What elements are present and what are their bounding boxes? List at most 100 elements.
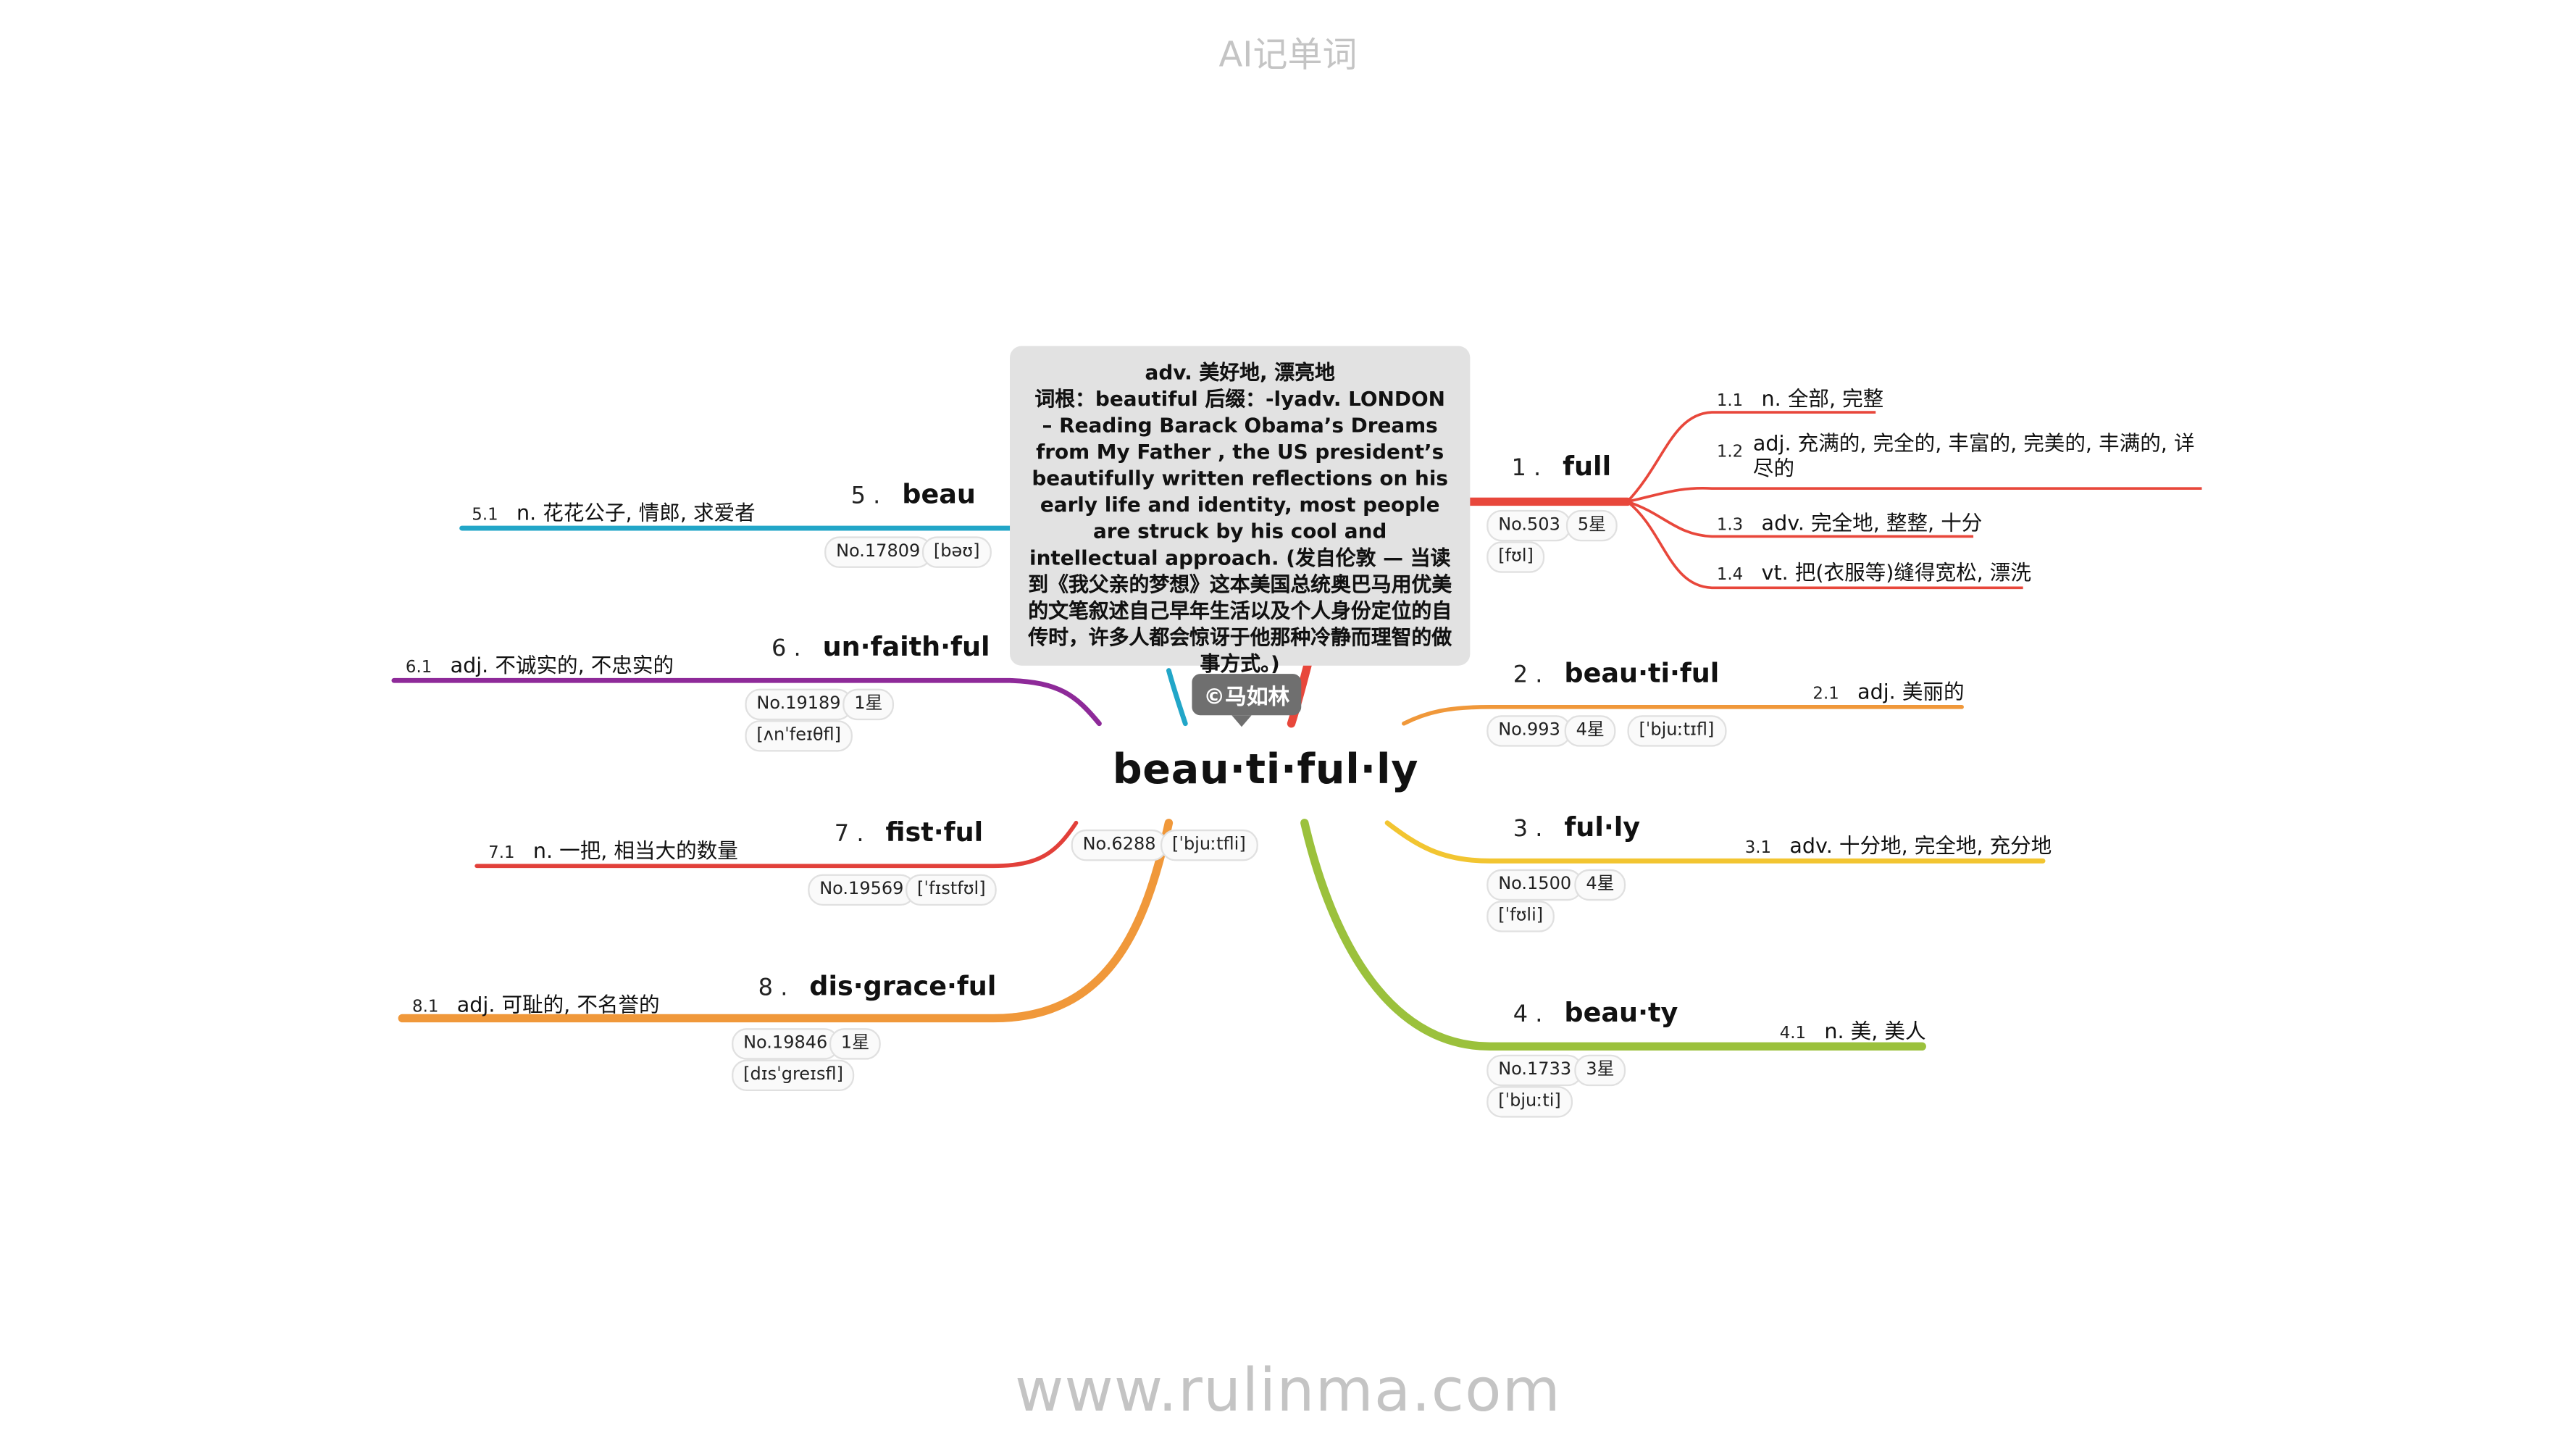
branch-3-word: ful·ly: [1564, 811, 1641, 843]
connector-branch-5: [459, 525, 1188, 727]
branch-8-number: 8 .: [758, 975, 788, 1002]
connector-branch-2: [1402, 704, 1964, 726]
branch-1-word: full: [1563, 450, 1612, 483]
branch-7-phonetic-badge: [ˈfɪstfʊl]: [906, 874, 998, 906]
connector-branch-6: [391, 677, 1102, 727]
sense-6-1: 6.1 adj. 不诚实的, 不忠实的: [406, 648, 674, 679]
branch-8-word: dis·grace·ful: [809, 970, 997, 1002]
connector-branch-4: [1300, 819, 1926, 1051]
central-phonetic-badge: [ˈbjuːtfli]: [1160, 829, 1258, 861]
sense-4-1-number: 4.1: [1779, 1024, 1807, 1043]
central-word: beau·ti·ful·ly: [1112, 745, 1419, 793]
central-rank-badge: No.6288: [1071, 829, 1168, 861]
connector-sense-1-3: [1626, 500, 1974, 538]
branch-6-word: un·faith·ful: [822, 630, 990, 663]
branch-3-phonetic-badge: [ˈfʊli]: [1486, 901, 1555, 932]
sense-1-3-definition: adv. 完全地, 整整, 十分: [1761, 509, 1983, 535]
sense-1-1-definition: n. 全部, 完整: [1761, 385, 1884, 411]
branch-7-number: 7 .: [834, 821, 864, 848]
central-definition: adv. 美好地, 漂亮地: [1145, 361, 1335, 385]
sense-2-1: 2.1 adj. 美丽的: [1812, 674, 1964, 705]
sense-8-1-definition: adj. 可耻的, 不名誉的: [456, 991, 660, 1017]
header-title: AI记单词: [1218, 34, 1358, 75]
sense-7-1-number: 7.1: [488, 844, 515, 863]
branch-2-rank-badge: No.993: [1486, 715, 1572, 747]
branch-7-word: fist·ful: [885, 816, 984, 848]
branch-5-title: 5 . beau: [851, 478, 976, 509]
sense-5-1-definition: n. 花花公子, 情郎, 求爱者: [517, 500, 756, 525]
branch-8-rank-badge: No.19846: [732, 1028, 840, 1060]
definition-callout: adv. 美好地, 漂亮地 词根：beautiful 后缀：-lyadv. LO…: [1010, 346, 1471, 675]
branch-4-word: beau·ty: [1564, 996, 1678, 1029]
sense-8-1: 8.1 adj. 可耻的, 不名誉的: [412, 987, 660, 1018]
sense-3-1-definition: adv. 十分地, 完全地, 充分地: [1789, 832, 2052, 858]
sense-1-2: 1.2 adj. 充满的, 完全的, 丰富的, 完美的, 丰满的, 详尽的: [1717, 430, 2197, 480]
branch-3-rank-badge: No.1500: [1486, 869, 1584, 901]
branch-4-star-badge: 3星: [1574, 1054, 1626, 1087]
branch-8-phonetic-badge: [dɪsˈgreɪsfl]: [732, 1059, 855, 1092]
connector-branch-7: [474, 820, 1079, 869]
sense-1-4-definition: vt. 把(衣服等)缝得宽松, 漂洗: [1761, 559, 2031, 585]
footer-url: www.rulinma.com: [1015, 1357, 1561, 1426]
sense-7-1: 7.1 n. 一把, 相当大的数量: [488, 833, 738, 864]
branch-4-rank-badge: No.1733: [1486, 1054, 1584, 1087]
branch-5-rank-badge: No.17809: [824, 536, 932, 568]
sense-5-1: 5.1 n. 花花公子, 情郎, 求爱者: [472, 495, 755, 526]
sense-3-1: 3.1 adv. 十分地, 完全地, 充分地: [1745, 828, 2052, 859]
sense-1-1-number: 1.1: [1716, 392, 1744, 411]
copyright-tag: ©马如林: [1192, 674, 1302, 716]
branch-8-title: 8 . dis·grace·ful: [758, 970, 997, 1001]
connector-sense-1-4: [1626, 501, 2023, 590]
branch-6-title: 6 . un·faith·ful: [771, 631, 990, 662]
branch-4-phonetic-badge: [ˈbjuːti]: [1486, 1086, 1573, 1118]
connector-sense-1-1: [1626, 411, 1876, 503]
sense-2-1-definition: adj. 美丽的: [1857, 678, 1965, 704]
branch-6-number: 6 .: [771, 635, 801, 663]
branch-5-phonetic-badge: [bəʊ]: [921, 536, 992, 568]
branch-1-title: 1 . full: [1511, 451, 1611, 482]
branch-8-star-badge: 1星: [829, 1028, 882, 1060]
sense-7-1-definition: n. 一把, 相当大的数量: [532, 838, 738, 863]
central-etymology-example: 词根：beautiful 后缀：-lyadv. LONDON – Reading…: [1028, 387, 1452, 676]
sense-5-1-number: 5.1: [472, 506, 498, 525]
branch-2-word: beau·ti·ful: [1564, 657, 1720, 689]
branch-3-title: 3 . ful·ly: [1513, 811, 1640, 843]
branch-6-phonetic-badge: [ʌnˈfeɪθfl]: [745, 720, 853, 752]
connector-branch-8: [398, 819, 1174, 1023]
sense-1-2-number: 1.2: [1716, 443, 1744, 462]
sense-1-4-number: 1.4: [1716, 566, 1744, 585]
sense-8-1-number: 8.1: [412, 998, 439, 1017]
sense-6-1-number: 6.1: [405, 659, 432, 677]
branch-1-phonetic-badge: [fʊl]: [1486, 541, 1545, 573]
sense-4-1: 4.1 n. 美, 美人: [1780, 1014, 1926, 1045]
connector-sense-1-2: [1627, 486, 2202, 504]
sense-1-2-definition: adj. 充满的, 完全的, 丰富的, 完美的, 丰满的, 详尽的: [1752, 430, 2195, 480]
sense-4-1-definition: n. 美, 美人: [1824, 1018, 1926, 1043]
branch-2-number: 2 .: [1513, 662, 1543, 689]
branch-2-phonetic-badge: [ˈbjuːtɪfl]: [1627, 715, 1726, 747]
branch-5-word: beau: [902, 478, 976, 510]
branch-6-star-badge: 1星: [842, 688, 895, 721]
sense-3-1-number: 3.1: [1744, 839, 1772, 858]
branch-6-rank-badge: No.19189: [745, 688, 853, 721]
branch-2-title: 2 . beau·ti·ful: [1513, 657, 1720, 688]
sense-6-1-definition: adj. 不诚实的, 不忠实的: [450, 652, 674, 677]
branch-7-rank-badge: No.19569: [808, 874, 916, 906]
connector-branch-3: [1384, 820, 2046, 864]
branch-7-title: 7 . fist·ful: [835, 817, 983, 848]
branch-1-star-badge: 5星: [1565, 509, 1618, 542]
copyright-tag-pointer: [1231, 715, 1252, 727]
branch-3-star-badge: 4星: [1574, 869, 1626, 901]
sense-1-3-number: 1.3: [1716, 517, 1744, 535]
branch-1-number: 1 .: [1511, 455, 1542, 483]
sense-1-1: 1.1 n. 全部, 完整: [1717, 381, 1883, 412]
branch-3-number: 3 .: [1513, 816, 1543, 843]
branch-4-title: 4 . beau·ty: [1513, 997, 1678, 1028]
branch-2-star-badge: 4星: [1564, 715, 1616, 747]
branch-5-number: 5 .: [850, 483, 881, 510]
sense-2-1-number: 2.1: [1812, 685, 1839, 704]
branch-1-rank-badge: No.503: [1486, 509, 1572, 542]
branch-4-number: 4 .: [1513, 1001, 1543, 1029]
